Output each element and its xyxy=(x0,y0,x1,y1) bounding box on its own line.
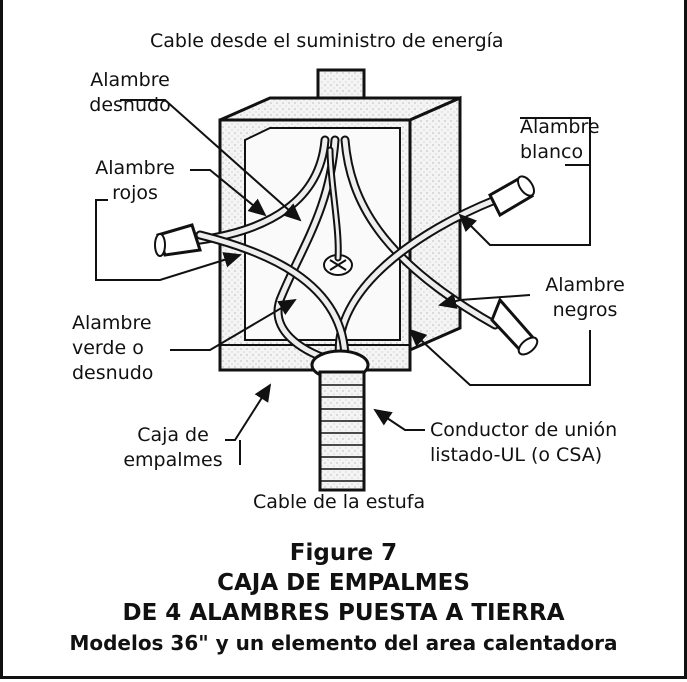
label-black-wires-line2: negros xyxy=(552,299,618,321)
junction-box xyxy=(218,95,462,372)
label-bonding-conductor-line2: listado-UL (o CSA) xyxy=(430,444,603,466)
label-green-wire-line2: verde o xyxy=(72,337,144,359)
label-bare-wire: Alambre desnudo xyxy=(75,68,185,118)
wire-nut-bottom-right xyxy=(490,297,539,356)
figure-title-line3: Modelos 36" y un elemento del area calen… xyxy=(69,631,618,655)
label-bare-wire-line2: desnudo xyxy=(89,94,171,116)
label-stove-cable: Cable de la estufa xyxy=(253,491,426,513)
wire-nut-top-right xyxy=(488,175,535,218)
figure-number: Figure 7 xyxy=(289,540,398,566)
leader-lines xyxy=(95,99,591,465)
label-red-wires: Alambre rojos xyxy=(80,156,190,206)
stove-flex-conduit xyxy=(310,349,370,492)
figure-title-line2: DE 4 ALAMBRES PUESTA A TIERRA xyxy=(122,600,565,626)
label-green-wire-line1: Alambre xyxy=(72,312,152,334)
label-white-wire-line1: Alambre xyxy=(520,116,600,138)
label-green-wire-line3: desnudo xyxy=(72,362,154,384)
figure-title-line1: CAJA DE EMPALMES xyxy=(217,570,470,596)
label-bonding-conductor-line1: Conductor de unión xyxy=(430,419,618,441)
label-white-wire-line2: blanco xyxy=(520,141,584,163)
label-black-wires: Alambre negros xyxy=(525,273,645,323)
wire-nut-left xyxy=(154,223,202,257)
label-black-wires-line1: Alambre xyxy=(545,274,625,296)
label-red-wires-line1: Alambre xyxy=(95,157,175,179)
label-junction-box-line2: empalmes xyxy=(123,449,223,471)
label-bonding-conductor: Conductor de unión listado-UL (o CSA) xyxy=(430,418,617,468)
label-supply-cable: Cable desde el suministro de energía xyxy=(150,30,504,52)
label-bare-wire-line1: Alambre xyxy=(90,69,170,91)
label-junction-box: Caja de empalmes xyxy=(118,423,228,473)
label-green-wire: Alambre verde o desnudo xyxy=(72,311,153,386)
label-white-wire: Alambre blanco xyxy=(520,115,600,165)
label-junction-box-line1: Caja de xyxy=(137,424,209,446)
label-red-wires-line2: rojos xyxy=(112,182,158,204)
ground-screw xyxy=(323,254,353,276)
